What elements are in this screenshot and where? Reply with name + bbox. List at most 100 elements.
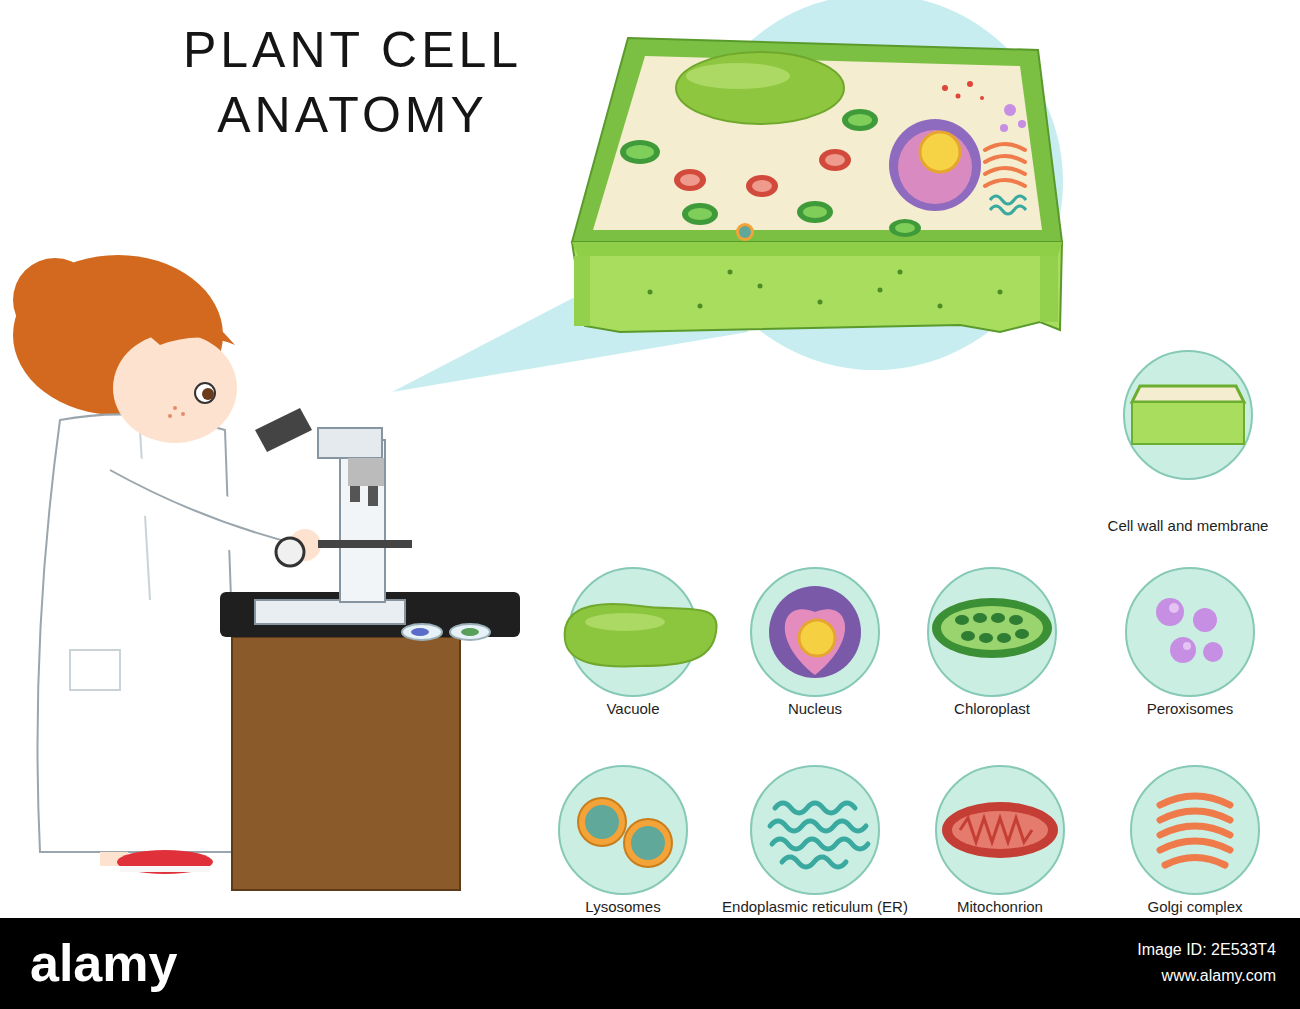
er-icon	[772, 839, 868, 849]
scientist-figure	[110, 295, 235, 345]
microscope	[368, 486, 378, 506]
plant-cell-illustration	[1040, 256, 1058, 322]
lysosome-icon	[578, 798, 626, 846]
nucleus-icon	[799, 620, 835, 656]
peroxisome-icon	[1193, 608, 1217, 632]
plant-cell-illustration	[676, 52, 844, 124]
organelle-label: Mitochonrion	[957, 898, 1043, 916]
golgi-icon	[1160, 811, 1230, 820]
plant-cell-illustration	[572, 38, 1062, 242]
plant-cell-illustration	[688, 208, 712, 220]
plant-cell-illustration	[698, 304, 703, 309]
scientist-figure	[195, 383, 215, 403]
scientist-figure	[168, 414, 172, 418]
scientist-figure	[173, 406, 177, 410]
organelle-circle-area	[1126, 568, 1254, 700]
petri-dishes	[461, 628, 479, 636]
organelle-label: Cell wall and membrane	[1108, 517, 1269, 535]
chloroplast-icon	[1009, 615, 1023, 625]
microscope	[255, 600, 405, 624]
plant-cell-illustration	[626, 145, 654, 159]
mitochondrion-icon	[942, 802, 1058, 858]
microscope	[276, 538, 304, 566]
plant-cell-illustration	[797, 201, 833, 223]
plant-cell-illustration	[680, 174, 700, 186]
plant-cell-illustration	[1018, 120, 1026, 128]
er-icon	[770, 803, 868, 867]
mitochondrion-icon	[942, 802, 1058, 858]
organelle-circle-area	[717, 766, 913, 898]
chloroplast-icon	[932, 598, 1052, 658]
watermark-bar	[0, 918, 1300, 1009]
plant-cell-illustration	[1004, 104, 1016, 116]
peroxisome-icon	[1156, 598, 1223, 663]
er-icon	[775, 803, 855, 813]
plant-cell-illustration	[572, 242, 1062, 256]
organelle-card: Lysosomes	[559, 766, 687, 916]
organelle-circles	[751, 766, 879, 894]
organelle-circles	[559, 766, 687, 894]
chloroplast-icon	[979, 633, 993, 643]
plant-cell-illustration	[956, 94, 961, 99]
plant-cell-illustration	[898, 270, 903, 275]
chloroplast-icon	[991, 613, 1005, 623]
plant-cell-illustration	[938, 304, 943, 309]
organelle-circles	[936, 766, 1064, 894]
lab-table	[232, 637, 460, 890]
plant-cell-illustration	[985, 168, 1025, 174]
chloroplast-icon	[1015, 629, 1029, 639]
chloroplast-icon	[973, 613, 987, 623]
petri-dishes	[402, 624, 442, 640]
golgi-icon	[1165, 858, 1225, 866]
petri-dishes	[402, 624, 490, 640]
organelle-circle-area	[569, 568, 697, 700]
scientist-figure	[181, 412, 185, 416]
peroxisome-icon	[1203, 642, 1223, 662]
plant-cell-illustration	[998, 290, 1003, 295]
plant-cell-illustration	[848, 114, 872, 126]
organelle-card: Mitochonrion	[936, 766, 1064, 916]
golgi-icon	[1160, 796, 1230, 865]
petri-dishes	[411, 628, 429, 636]
chloroplast-icon	[955, 613, 1029, 643]
plant-cell-illustration	[574, 256, 590, 326]
plant-cell-illustration	[825, 154, 845, 166]
plant-cell-illustration	[985, 144, 1025, 186]
plant-cell-illustration	[878, 288, 883, 293]
lysosome-icon	[578, 798, 672, 867]
vacuole-icon	[585, 613, 665, 631]
vacuole-icon	[565, 604, 717, 666]
plant-cell-illustration	[1000, 104, 1026, 132]
plant-cell-illustration	[889, 219, 921, 237]
er-icon	[770, 821, 866, 831]
chloroplast-icon	[961, 631, 975, 641]
plant-cell-illustration	[803, 206, 827, 218]
scientist-figure	[13, 258, 97, 342]
plant-cell-illustration	[985, 180, 1025, 186]
golgi-icon	[1160, 841, 1230, 850]
plant-cell-illustration	[674, 149, 851, 197]
golgi-icon	[1160, 796, 1230, 805]
plant-cell-illustration	[985, 144, 1025, 150]
organelle-circle-area	[1103, 351, 1274, 517]
vacuole-icon	[565, 604, 717, 666]
lysosome-icon	[585, 805, 619, 839]
plant-cell-illustration	[898, 130, 972, 204]
petri-dishes	[450, 624, 490, 640]
plant-cell-illustration	[942, 85, 948, 91]
plant-cell-illustration	[572, 242, 1062, 332]
peroxisome-icon	[1156, 598, 1184, 626]
peroxisome-icon	[1170, 637, 1196, 663]
plant-cell-illustration	[895, 223, 915, 233]
scientist-figure	[202, 388, 214, 400]
microscope	[255, 408, 312, 452]
plant-cell-illustration	[682, 203, 718, 225]
cell-wall-icon	[1132, 386, 1244, 444]
organelle-label: Golgi complex	[1147, 898, 1242, 916]
watermark-text: Image ID: 2E533T4	[1137, 940, 1276, 959]
scientist-figure	[70, 650, 120, 690]
plant-cell-illustration	[572, 38, 1062, 332]
organelle-card: Golgi complex	[1131, 766, 1259, 916]
plant-cell-illustration	[648, 270, 1003, 309]
